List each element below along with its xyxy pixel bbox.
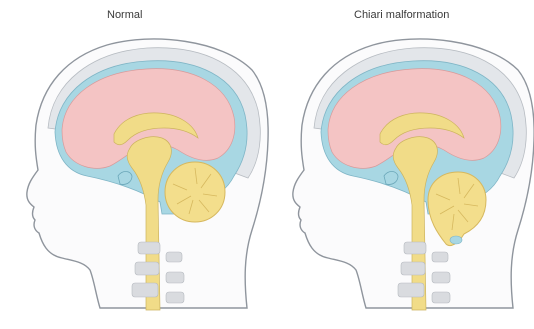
normal-panel	[27, 39, 268, 310]
panel-title-chiari: Chiari malformation	[354, 9, 449, 21]
cerebellum	[165, 162, 225, 222]
chiari-panel	[293, 39, 534, 310]
csf-pocket	[450, 236, 462, 244]
panel-title-normal: Normal	[107, 9, 142, 21]
